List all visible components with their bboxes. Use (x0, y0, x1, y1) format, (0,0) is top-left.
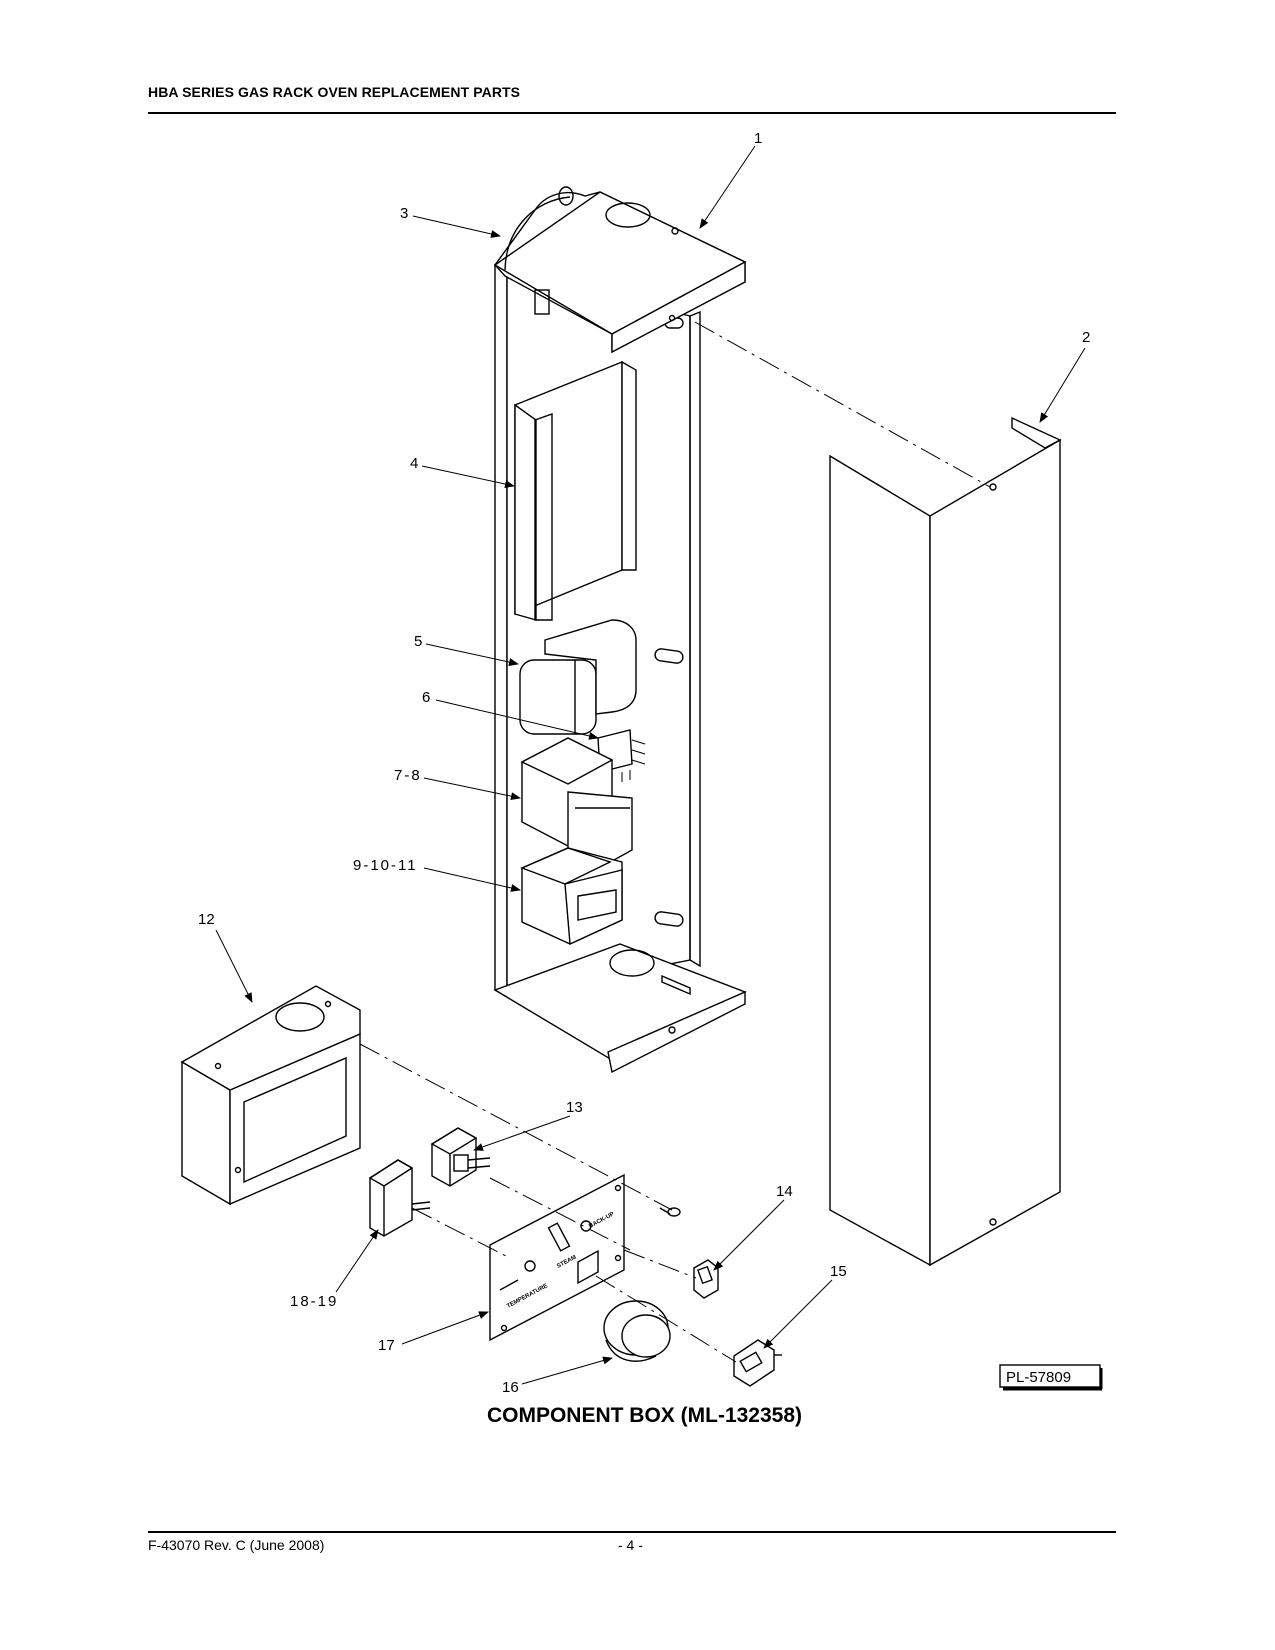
screw-part (659, 1207, 681, 1217)
figure-caption-wrapper: COMPONENT BOX (ML-132358) (0, 1404, 1275, 1428)
control-panel-item-17: STEAM BACK-UP TEMPERATURE (489, 1173, 625, 1342)
footer-page-number: - 4 - (618, 1537, 643, 1553)
footer-rule (148, 1531, 1116, 1533)
callout-6: 6 (422, 689, 430, 706)
module-item-7-8 (520, 737, 633, 881)
callout-1: 1 (754, 130, 762, 147)
box-item-12 (180, 985, 361, 1206)
callout-7-8: 7-8 (394, 767, 422, 784)
callout-16: 16 (502, 1379, 519, 1396)
rocker-switch-item-14 (693, 1259, 719, 1299)
callout-2: 2 (1082, 329, 1090, 346)
control-board-item-4 (514, 360, 637, 621)
knob-item-16 (603, 1300, 671, 1362)
callout-17: 17 (378, 1337, 395, 1354)
footer-doc-ref: F-43070 Rev. C (June 2008) (148, 1537, 325, 1553)
transformer-item-5 (519, 619, 637, 735)
callout-5: 5 (414, 633, 422, 650)
callout-4: 4 (410, 455, 418, 472)
callout-14: 14 (776, 1183, 793, 1200)
assembly-centerlines (359, 321, 991, 1363)
callout-9-10-11: 9-10-11 (353, 857, 418, 874)
block-item-18-19 (368, 1159, 431, 1237)
chassis-bottom-tray (493, 943, 747, 1074)
page-header-title: HBA SERIES GAS RACK OVEN REPLACEMENT PAR… (148, 84, 521, 100)
callout-12: 12 (198, 911, 215, 928)
callout-3: 3 (400, 205, 408, 222)
callout-leaders (215, 145, 1086, 1385)
callout-15: 15 (830, 1263, 847, 1280)
top-cover-plate (493, 186, 747, 354)
header-rule (148, 112, 1116, 114)
indicator-item-15 (733, 1339, 782, 1387)
figure-caption: COMPONENT BOX (ML-132358) (486, 1404, 803, 1427)
plate-number-box: PL-57809 (999, 1364, 1103, 1391)
switch-item-13 (430, 1127, 491, 1187)
callout-18-19: 18-19 (290, 1293, 338, 1310)
plate-number: PL-57809 (1006, 1369, 1071, 1386)
callout-13: 13 (566, 1099, 583, 1116)
cover-item-2 (829, 416, 1062, 1267)
module-item-9-10-11 (520, 847, 623, 946)
